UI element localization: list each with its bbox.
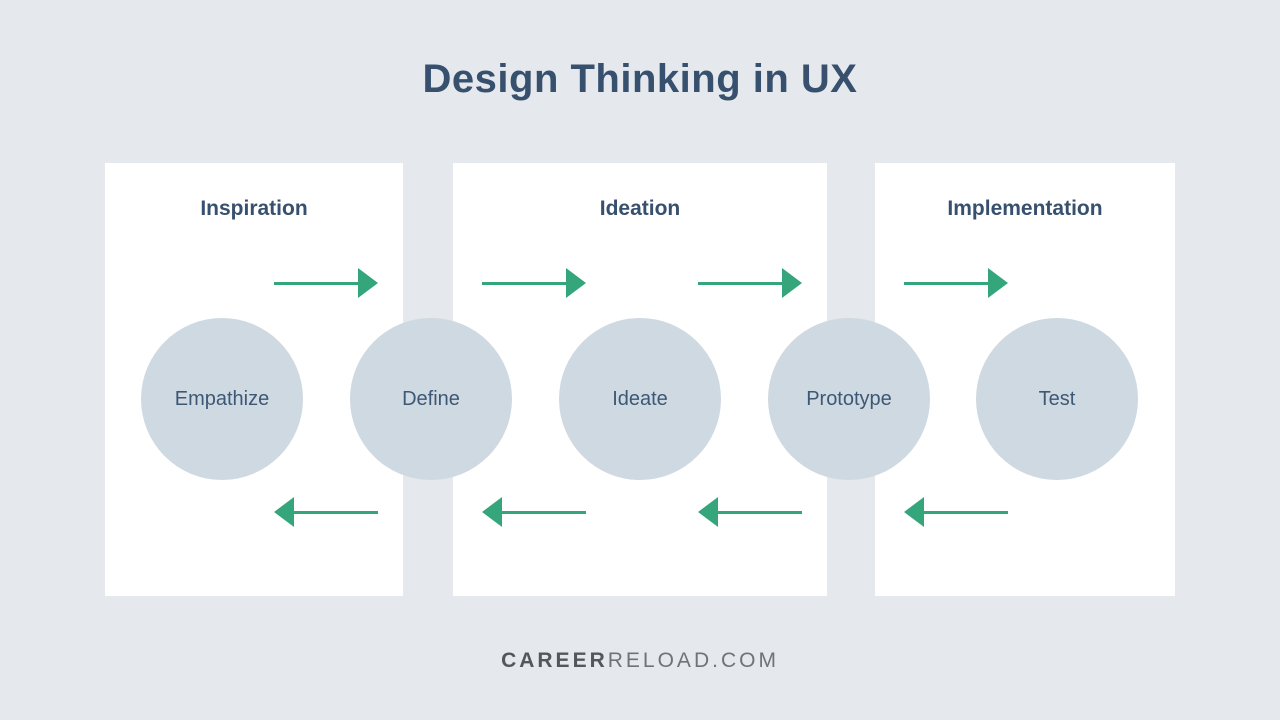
arrow-head bbox=[782, 268, 802, 298]
flow-arrow-right-icon bbox=[698, 268, 802, 298]
arrow-shaft bbox=[698, 281, 782, 285]
brand-name-reload: RELOAD.COM bbox=[607, 649, 779, 672]
step-label-empathize: Empathize bbox=[174, 387, 270, 410]
arrow-shaft bbox=[502, 510, 586, 514]
arrow-shaft bbox=[718, 510, 802, 514]
arrow-shaft bbox=[482, 281, 566, 285]
brand-footer: CAREERRELOAD.COM bbox=[0, 649, 1280, 673]
brand-name-career: CAREER bbox=[501, 649, 608, 672]
arrow-head bbox=[358, 268, 378, 298]
flow-arrow-left-icon bbox=[274, 497, 378, 527]
flow-arrow-right-icon bbox=[482, 268, 586, 298]
arrow-shaft bbox=[274, 281, 358, 285]
phase-heading-ideation: Ideation bbox=[599, 197, 681, 220]
step-circle-ideate: Ideate bbox=[559, 318, 721, 480]
arrow-head bbox=[988, 268, 1008, 298]
step-label-prototype: Prototype bbox=[806, 387, 892, 410]
flow-arrow-left-icon bbox=[904, 497, 1008, 527]
step-circle-define: Define bbox=[350, 318, 512, 480]
flow-arrow-left-icon bbox=[698, 497, 802, 527]
arrow-head bbox=[482, 497, 502, 527]
step-label-test: Test bbox=[1038, 387, 1076, 410]
flow-arrow-left-icon bbox=[482, 497, 586, 527]
arrow-head bbox=[698, 497, 718, 527]
arrow-head bbox=[566, 268, 586, 298]
step-circle-empathize: Empathize bbox=[141, 318, 303, 480]
phase-heading-inspiration: Inspiration bbox=[200, 197, 308, 220]
arrow-head bbox=[904, 497, 924, 527]
flow-arrow-right-icon bbox=[274, 268, 378, 298]
step-circle-test: Test bbox=[976, 318, 1138, 480]
arrow-head bbox=[274, 497, 294, 527]
arrow-shaft bbox=[904, 281, 988, 285]
step-label-ideate: Ideate bbox=[612, 387, 668, 410]
step-label-define: Define bbox=[402, 387, 460, 410]
arrow-shaft bbox=[294, 510, 378, 514]
step-circle-prototype: Prototype bbox=[768, 318, 930, 480]
page-title: Design Thinking in UX bbox=[422, 57, 858, 101]
flow-arrow-right-icon bbox=[904, 268, 1008, 298]
arrow-shaft bbox=[924, 510, 1008, 514]
phase-heading-implementation: Implementation bbox=[947, 197, 1103, 220]
